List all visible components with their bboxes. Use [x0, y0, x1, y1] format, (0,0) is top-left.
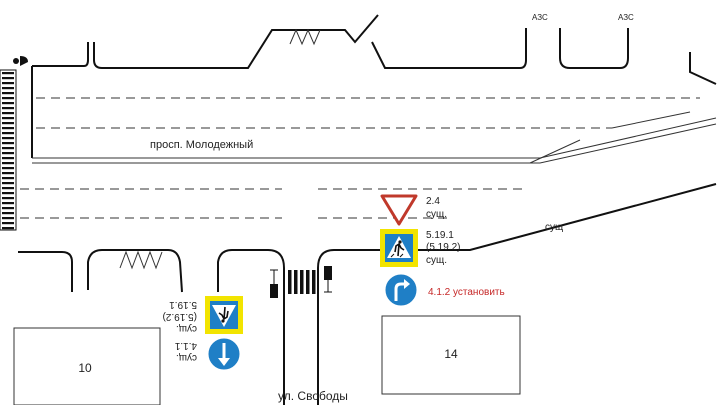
- zebra-stripe: [2, 142, 14, 145]
- zebra-stripe: [2, 132, 14, 135]
- zebra-stripe: [2, 107, 14, 110]
- zebra-stripe: [2, 182, 14, 185]
- gas-station-label-1: АЗС: [532, 13, 548, 22]
- zebra-stripe: [2, 117, 14, 120]
- zebra-stripe: [2, 97, 14, 100]
- crosswalk-sign-right-status: сущ.: [426, 255, 447, 266]
- zebra-stripe: [2, 152, 14, 155]
- zebra-stripe: [2, 197, 14, 200]
- left-crosswalk: [0, 69, 17, 231]
- building-14: [381, 315, 521, 395]
- avenue-north-edge: [32, 14, 717, 85]
- gas-station-label-2: АЗС: [618, 13, 634, 22]
- zebra-stripe: [2, 217, 14, 220]
- zebra-stripe: [2, 72, 14, 75]
- median-upper-line: [32, 117, 717, 159]
- zebra-stripe: [2, 112, 14, 115]
- lamp-icon: [13, 56, 28, 66]
- zebra-stripe: [2, 87, 14, 90]
- edge-note: сущ: [545, 222, 563, 233]
- zebra-stripe: [2, 102, 14, 105]
- building-10: [13, 327, 161, 405]
- zebra-stripe: [2, 127, 14, 130]
- crosswalk-sign-left-alt-code: (5.19.2): [163, 311, 197, 322]
- zebra-stripe: [2, 202, 14, 205]
- zebra-stripe: [2, 192, 14, 195]
- yield-sign-code: 2.4: [426, 196, 440, 207]
- turn-right-arrow-icon: [384, 273, 418, 307]
- left-sign-labels: сущ. (5.19.2) 5.19.1 сущ. 4.1.1: [163, 299, 197, 363]
- zebra-stripe: [2, 167, 14, 170]
- building-10-label: 10: [78, 361, 92, 375]
- avenue-south-edge: [18, 183, 717, 405]
- zebra-stripe: [2, 227, 14, 230]
- avenue-name: просп. Молодежный: [150, 139, 253, 151]
- straight-arrow-icon: [207, 337, 241, 371]
- yield-sign-status: сущ.: [426, 209, 447, 220]
- traffic-light-left: [270, 269, 278, 298]
- median-lower-line: [32, 123, 717, 164]
- zebra-stripe: [2, 162, 14, 165]
- zebra-stripe: [2, 77, 14, 80]
- zebra-stripe: [2, 82, 14, 85]
- zebra-stripe: [2, 212, 14, 215]
- zebra-stripe: [2, 177, 14, 180]
- crosswalk-sign-right-code: 5.19.1: [426, 230, 454, 241]
- upper-zigzag: [289, 28, 321, 46]
- building-14-label: 14: [444, 347, 458, 361]
- zebra-stripe: [2, 92, 14, 95]
- crosswalk-sign-left: [205, 296, 243, 334]
- zebra-stripe: [2, 122, 14, 125]
- zebra-stripe: [2, 157, 14, 160]
- traffic-light-right: [324, 266, 332, 293]
- turn-sign-code: 4.1.2 установить: [428, 287, 505, 298]
- zebra-stripe: [2, 172, 14, 175]
- zebra-stripe: [2, 187, 14, 190]
- crosswalk-sign-left-status: сущ.: [176, 323, 197, 334]
- zebra-stripe: [2, 147, 14, 150]
- side-street-name: ул. Свободы: [278, 389, 348, 403]
- yield-sign: [380, 194, 418, 226]
- zebra-stripe: [2, 207, 14, 210]
- median-taper: [529, 139, 581, 164]
- crosswalk-sign-right: [380, 229, 418, 267]
- crosswalk-sign-right-alt-code: (5.19.2): [426, 242, 460, 253]
- direction-sign-status: сущ.: [176, 352, 197, 363]
- zebra-stripe: [2, 222, 14, 225]
- side-crosswalk: [288, 270, 316, 294]
- zebra-stripe: [2, 137, 14, 140]
- crosswalk-sign-left-code: 5.19.1: [169, 299, 197, 310]
- lower-zigzag: [119, 250, 163, 270]
- lane-line-2-merge: [611, 111, 691, 129]
- direction-sign-code: 4.1.1: [174, 340, 197, 351]
